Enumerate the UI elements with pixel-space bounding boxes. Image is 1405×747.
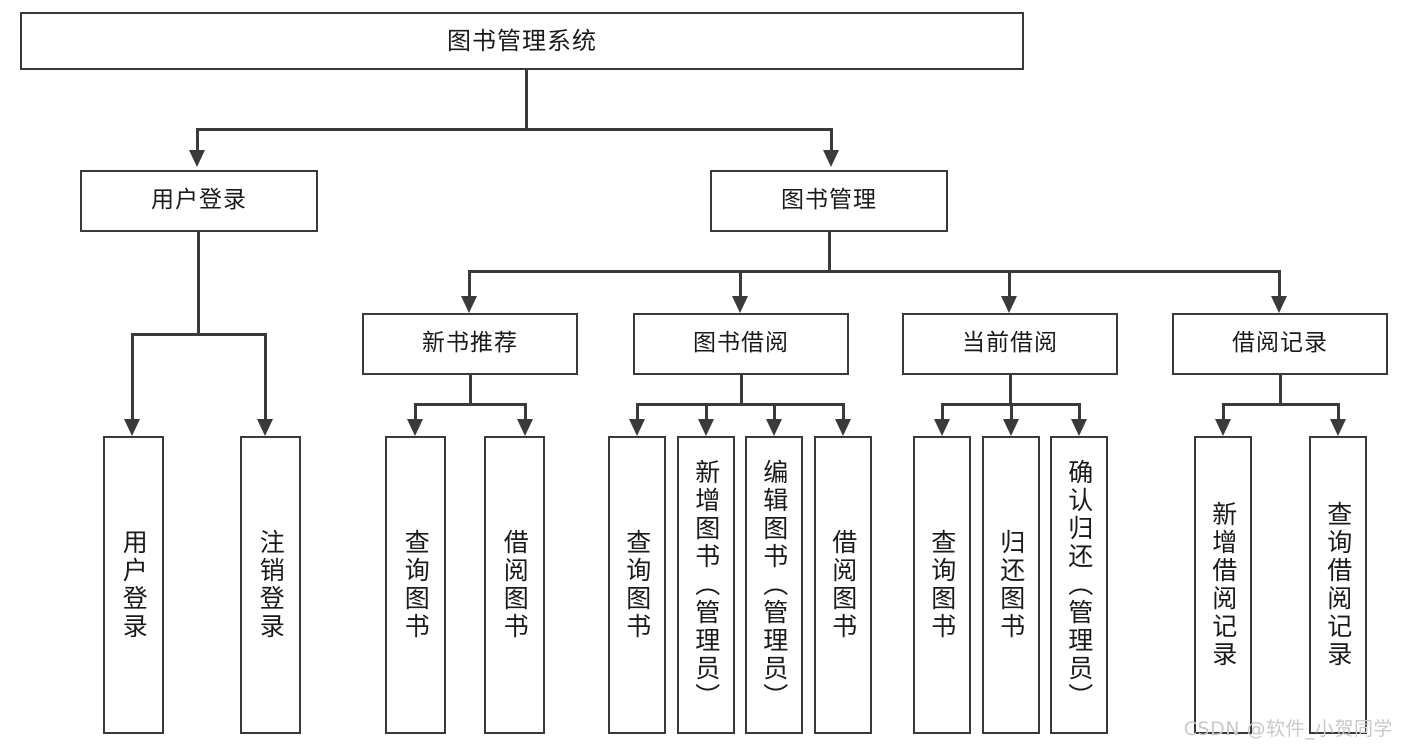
node-label: 查询图书: [927, 529, 957, 641]
leaf-add-book[interactable]: 新增图书（管理员）: [677, 436, 735, 734]
arrow-to-leaf-borrow-book-2: [835, 419, 851, 436]
leaf-borrow-book[interactable]: 借阅图书: [814, 436, 872, 734]
connector-current-drop-2: [1010, 403, 1013, 419]
arrow-to-leaf-edit-book: [766, 419, 782, 436]
connector-borrow-bus: [636, 403, 844, 406]
node-label: 查询图书: [622, 529, 652, 641]
arrow-to-new-book-recommend: [461, 296, 477, 313]
node-borrow-record[interactable]: 借阅记录: [1172, 313, 1388, 375]
connector-root-bus: [196, 128, 832, 131]
node-label: 归还图书: [996, 529, 1026, 641]
node-label: 用户登录: [119, 529, 149, 641]
connector-recommend-bus: [414, 403, 526, 406]
leaf-add-borrow-record[interactable]: 新增借阅记录: [1194, 436, 1252, 734]
connector-recommend-drop-2: [524, 403, 527, 419]
connector-user-login-drop-2: [264, 333, 267, 419]
node-label: 查询图书: [401, 529, 431, 641]
connector-borrow-drop-3: [773, 403, 776, 419]
arrow-to-leaf-user-login: [124, 419, 140, 436]
node-label: 图书管理: [781, 187, 877, 214]
node-label: 图书管理系统: [447, 26, 597, 55]
arrow-to-leaf-query-book-2: [629, 419, 645, 436]
arrow-to-leaf-borrow-book-1: [517, 419, 533, 436]
leaf-edit-book[interactable]: 编辑图书（管理员）: [745, 436, 803, 734]
leaf-query-book-recommend[interactable]: 查询图书: [385, 436, 446, 734]
node-label: 当前借阅: [962, 330, 1058, 357]
connector-record-bus: [1222, 403, 1339, 406]
node-label: 查询借阅记录: [1323, 501, 1353, 669]
node-label: 用户登录: [151, 187, 247, 214]
connector-root-stem: [525, 70, 528, 130]
connector-root-drop-1: [196, 128, 199, 150]
arrow-to-user-login: [189, 150, 205, 167]
arrow-to-current-borrow: [1001, 296, 1017, 313]
node-user-login[interactable]: 用户登录: [80, 170, 318, 232]
connector-current-drop-3: [1078, 403, 1081, 419]
leaf-query-borrow-record[interactable]: 查询借阅记录: [1309, 436, 1367, 734]
arrow-to-borrow-record: [1271, 296, 1287, 313]
connector-borrow-drop-1: [636, 403, 639, 419]
node-book-manage[interactable]: 图书管理: [710, 170, 948, 232]
connector-record-stem: [1279, 375, 1282, 405]
connector-book-manage-drop-3: [1008, 270, 1011, 296]
connector-book-manage-stem: [828, 232, 831, 272]
arrow-to-leaf-logout: [257, 419, 273, 436]
connector-current-stem: [1009, 375, 1012, 405]
leaf-logout[interactable]: 注销登录: [240, 436, 301, 734]
connector-root-drop-2: [830, 128, 833, 150]
node-book-borrow[interactable]: 图书借阅: [633, 313, 849, 375]
arrow-to-leaf-query-record: [1330, 419, 1346, 436]
leaf-query-book-borrow[interactable]: 查询图书: [608, 436, 666, 734]
connector-user-login-drop-1: [131, 333, 134, 419]
arrow-to-leaf-query-book-1: [407, 419, 423, 436]
connector-book-manage-drop-4: [1278, 270, 1281, 296]
node-label: 新增图书（管理员）: [691, 459, 721, 711]
arrow-to-leaf-add-book: [698, 419, 714, 436]
node-current-borrow[interactable]: 当前借阅: [902, 313, 1118, 375]
connector-current-drop-1: [941, 403, 944, 419]
node-label: 确认归还（管理员）: [1064, 459, 1094, 711]
connector-borrow-drop-2: [705, 403, 708, 419]
connector-book-manage-drop-2: [739, 270, 742, 296]
node-new-book-recommend[interactable]: 新书推荐: [362, 313, 578, 375]
arrow-to-leaf-add-record: [1215, 419, 1231, 436]
connector-record-drop-1: [1222, 403, 1225, 419]
connector-recommend-stem: [469, 375, 472, 405]
connector-borrow-stem: [740, 375, 743, 405]
connector-borrow-drop-4: [842, 403, 845, 419]
leaf-user-login[interactable]: 用户登录: [103, 436, 164, 734]
node-label: 注销登录: [256, 529, 286, 641]
connector-user-login-bus: [131, 333, 266, 336]
connector-book-manage-drop-1: [468, 270, 471, 296]
connector-record-drop-2: [1337, 403, 1340, 419]
leaf-borrow-book-recommend[interactable]: 借阅图书: [484, 436, 545, 734]
connector-user-login-stem: [197, 232, 200, 335]
connector-book-manage-bus: [468, 270, 1280, 273]
node-label: 新增借阅记录: [1208, 501, 1238, 669]
arrow-to-book-manage: [823, 150, 839, 167]
node-label: 新书推荐: [422, 330, 518, 357]
node-label: 借阅图书: [828, 529, 858, 641]
node-label: 借阅图书: [500, 529, 530, 641]
leaf-return-book[interactable]: 归还图书: [982, 436, 1040, 734]
leaf-confirm-return[interactable]: 确认归还（管理员）: [1050, 436, 1108, 734]
arrow-to-leaf-return-book: [1003, 419, 1019, 436]
connector-recommend-drop-1: [414, 403, 417, 419]
arrow-to-leaf-confirm-return: [1071, 419, 1087, 436]
arrow-to-leaf-query-book-3: [934, 419, 950, 436]
arrow-to-book-borrow: [732, 296, 748, 313]
node-label: 借阅记录: [1232, 330, 1328, 357]
node-label: 编辑图书（管理员）: [759, 459, 789, 711]
node-root-system[interactable]: 图书管理系统: [20, 12, 1024, 70]
leaf-query-book-current[interactable]: 查询图书: [913, 436, 971, 734]
node-label: 图书借阅: [693, 330, 789, 357]
